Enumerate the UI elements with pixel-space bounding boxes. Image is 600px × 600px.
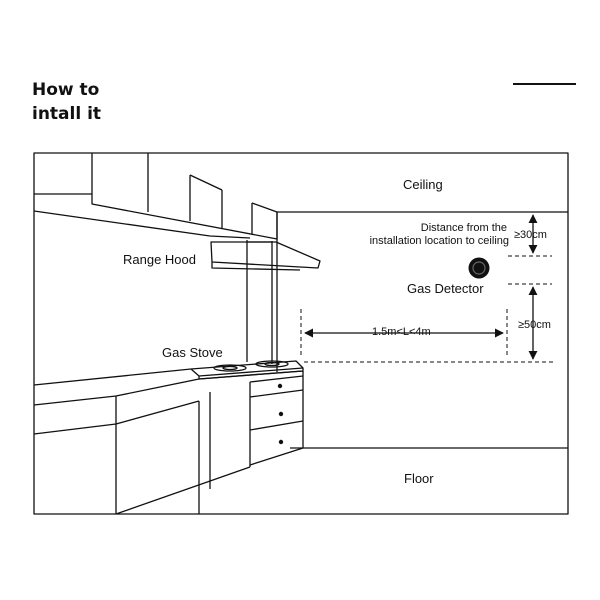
floor-label: Floor	[404, 471, 434, 486]
horizontal-distance-label: 1.5m<L<4m	[372, 326, 431, 338]
left-wall	[33, 193, 251, 239]
drawer-handles	[277, 383, 284, 445]
gas-stove	[190, 360, 304, 380]
ceiling-label: Ceiling	[403, 177, 443, 192]
diagram-frame	[33, 152, 569, 515]
reference-lines	[300, 255, 554, 363]
floor-distance-label: ≥50cm	[518, 319, 551, 331]
title-line-2: intall it	[32, 104, 102, 124]
range-hood-label: Range Hood	[123, 252, 196, 267]
title-line-1: How to	[32, 80, 100, 100]
distance-caption-line-1: Distance from the	[421, 222, 507, 234]
kitchen-counter	[33, 368, 304, 515]
gas-detector-icon	[468, 257, 490, 279]
gas-stove-label: Gas Stove	[162, 345, 223, 360]
header-rule	[513, 83, 576, 85]
upper-cabinets	[91, 153, 278, 240]
range-hood	[210, 240, 321, 364]
ceiling-distance-label: ≥30cm	[514, 229, 547, 241]
distance-caption-line-2: installation location to ceiling	[370, 235, 509, 247]
page-title: How to intall it	[32, 78, 101, 126]
gas-detector-label: Gas Detector	[407, 281, 484, 296]
